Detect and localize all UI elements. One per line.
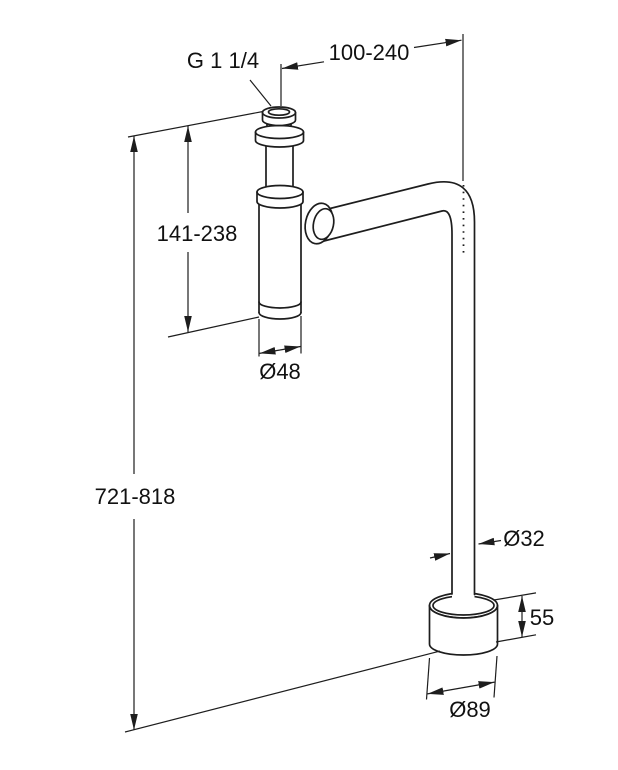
label-pipe-diameter: Ø32 (503, 526, 545, 551)
inlet-opening (267, 107, 291, 117)
dim-base-diameter (425, 655, 498, 700)
dim-top-offset (280, 34, 464, 181)
label-base-height: 55 (530, 605, 554, 630)
pipe-inner-edge (319, 209, 453, 595)
pipe-outer-edge (319, 180, 476, 596)
dimension-labels: G 1 1/4 100-240 141-238 Ø48 721-818 Ø32 … (95, 40, 555, 722)
leader-thread (249, 79, 272, 107)
compression-nut (254, 124, 305, 148)
top-extension-line (127, 110, 264, 138)
label-base-diameter: Ø89 (449, 697, 491, 722)
outlet-ring (304, 202, 335, 245)
trap-body (258, 201, 302, 320)
floor-flange (428, 604, 499, 656)
dim-trap-height (127, 110, 264, 338)
inlet-flange (261, 106, 297, 127)
trap-flange (256, 184, 304, 209)
dim-base-height (493, 592, 537, 643)
label-top-offset: 100-240 (329, 40, 410, 65)
label-overall-height: 721-818 (95, 484, 176, 509)
label-thread-size: G 1 1/4 (187, 48, 259, 73)
label-trap-height: 141-238 (157, 221, 238, 246)
dim-trap-diameter (258, 316, 302, 357)
label-trap-diameter: Ø48 (259, 359, 301, 384)
drain-pipe (319, 180, 476, 598)
dim-pipe-diameter (429, 537, 502, 561)
floor-line (124, 650, 441, 733)
trap-bottom-extension-line (167, 316, 260, 338)
